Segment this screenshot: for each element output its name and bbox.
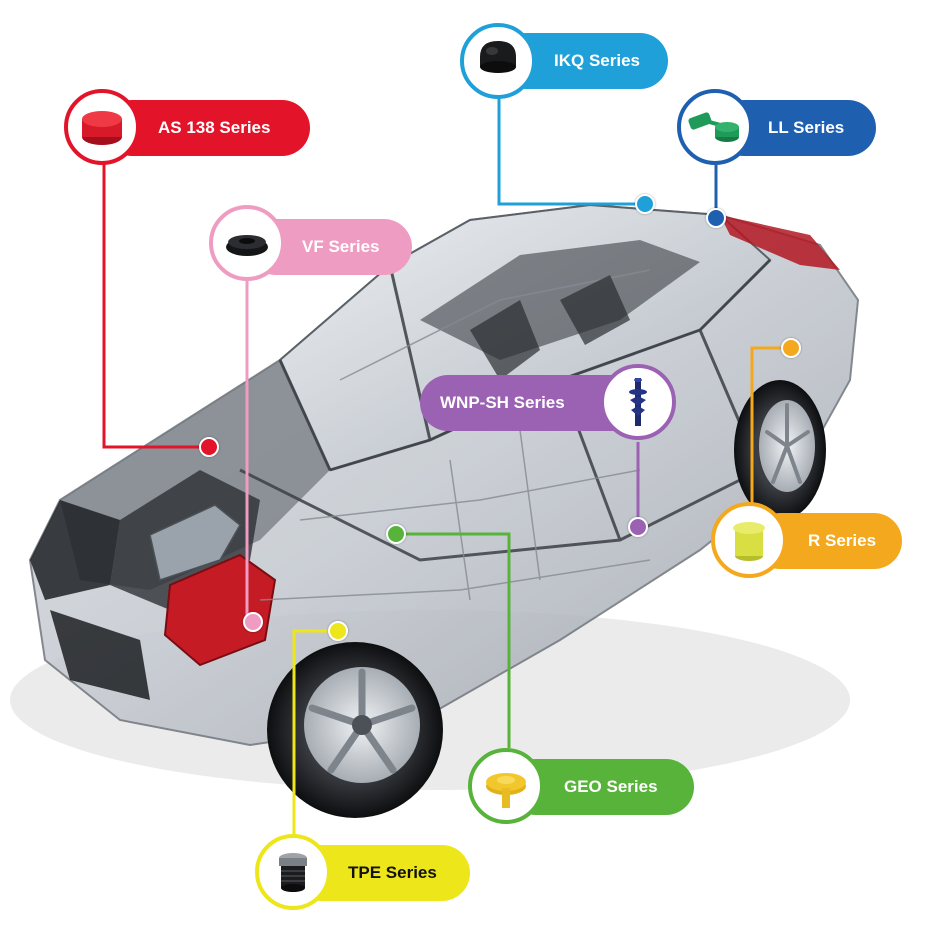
tpe-label: TPE Series xyxy=(348,863,437,882)
ll-label: LL Series xyxy=(768,118,845,137)
tpe-badge[interactable] xyxy=(255,834,331,910)
r-leader-line xyxy=(750,346,791,505)
ikq-leader-line xyxy=(497,94,645,206)
ll-badge[interactable] xyxy=(677,89,753,165)
as138-leader-line xyxy=(102,164,209,449)
as138-badge[interactable] xyxy=(64,89,140,165)
geo-badge[interactable] xyxy=(468,748,544,824)
geo-leader-line xyxy=(396,532,511,748)
green-tethered-cap-icon xyxy=(688,112,739,142)
yellow-flange-plug-icon xyxy=(486,773,526,808)
r-badge[interactable] xyxy=(711,502,787,578)
geo-dot[interactable] xyxy=(386,524,406,544)
ikq-dot[interactable] xyxy=(635,194,655,214)
wnp-badge[interactable] xyxy=(600,364,676,440)
r-dot[interactable] xyxy=(781,338,801,358)
yellow-cap-icon xyxy=(733,522,765,561)
vf-label: VF Series xyxy=(302,237,380,256)
tpe-leader-line xyxy=(292,629,338,836)
wnp-dot[interactable] xyxy=(628,517,648,537)
black-threaded-plug-icon xyxy=(279,853,307,892)
red-cap-icon xyxy=(82,111,122,145)
r-label: R Series xyxy=(808,531,877,550)
navy-push-rivet-icon xyxy=(629,378,647,426)
tpe-dot[interactable] xyxy=(328,621,348,641)
as138-label: AS 138 Series xyxy=(158,118,271,137)
geo-label: GEO Series xyxy=(564,777,658,796)
ikq-badge[interactable] xyxy=(460,23,536,99)
ll-dot[interactable] xyxy=(706,208,726,228)
black-grommet-icon xyxy=(226,235,268,256)
as138-dot[interactable] xyxy=(199,437,219,457)
vf-dot[interactable] xyxy=(243,612,263,632)
ikq-label: IKQ Series xyxy=(554,51,640,70)
vf-badge[interactable] xyxy=(209,205,285,281)
black-cap-icon xyxy=(480,41,516,73)
wnp-label: WNP-SH Series xyxy=(440,393,565,412)
